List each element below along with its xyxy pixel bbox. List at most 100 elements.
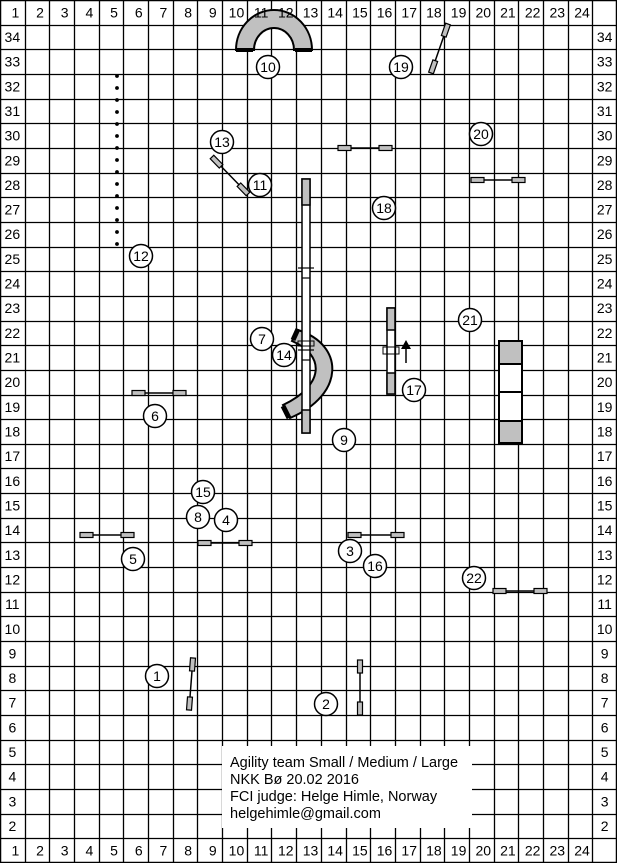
row-label-right: 14 xyxy=(597,522,613,538)
column-label-bottom: 13 xyxy=(303,843,319,859)
jump-hurdle xyxy=(131,389,187,397)
column-label-bottom: 24 xyxy=(574,843,590,859)
jump-hurdle xyxy=(347,531,405,539)
jump-hurdle xyxy=(492,587,548,595)
obstacle-number-3: 3 xyxy=(337,538,363,564)
row-label-right: 4 xyxy=(601,769,609,785)
row-label-right: 30 xyxy=(597,128,613,144)
jump-hurdle xyxy=(185,657,197,711)
column-label-bottom: 11 xyxy=(254,843,269,859)
row-label-left: 29 xyxy=(5,152,21,168)
obstacle-number-20: 20 xyxy=(468,121,494,147)
column-label-top: 14 xyxy=(327,4,343,20)
row-label-right: 29 xyxy=(597,152,613,168)
row-label-left: 34 xyxy=(5,29,21,45)
column-label-top: 5 xyxy=(110,4,118,20)
column-label-top: 13 xyxy=(303,4,319,20)
seesaw xyxy=(382,307,400,395)
row-label-left: 3 xyxy=(8,793,16,809)
row-label-left: 24 xyxy=(5,276,21,292)
row-label-right: 24 xyxy=(597,276,613,292)
row-label-right: 3 xyxy=(601,793,609,809)
obstacle-number-label: 19 xyxy=(393,59,409,75)
row-label-right: 33 xyxy=(597,54,613,70)
row-label-right: 18 xyxy=(597,424,613,440)
column-label-bottom: 10 xyxy=(229,843,245,859)
column-label-top: 3 xyxy=(61,4,69,20)
row-label-left: 5 xyxy=(8,744,16,760)
column-label-top: 23 xyxy=(550,4,566,20)
row-label-left: 7 xyxy=(8,695,16,711)
jump-hurdle xyxy=(427,22,452,75)
row-label-left: 10 xyxy=(5,621,21,637)
column-label-bottom: 18 xyxy=(426,843,442,859)
row-label-left: 18 xyxy=(5,424,21,440)
obstacle-number-21: 21 xyxy=(457,307,483,333)
column-label-bottom: 4 xyxy=(85,843,93,859)
obstacle-number-16: 16 xyxy=(362,553,388,579)
column-label-bottom: 8 xyxy=(184,843,192,859)
obstacle-number-7: 7 xyxy=(249,326,275,352)
obstacle-number-18: 18 xyxy=(371,195,397,221)
column-label-top: 15 xyxy=(352,4,368,20)
row-label-right: 17 xyxy=(597,448,613,464)
row-label-left: 32 xyxy=(5,78,21,94)
obstacle-number-13: 13 xyxy=(209,129,235,155)
row-label-left: 27 xyxy=(5,202,21,218)
obstacle-number-label: 4 xyxy=(222,512,230,528)
row-label-right: 34 xyxy=(597,29,613,45)
column-label-top: 6 xyxy=(135,4,143,20)
row-label-right: 32 xyxy=(597,78,613,94)
row-label-right: 7 xyxy=(601,695,609,711)
info-event: NKK Bø 20.02 2016 xyxy=(230,772,359,788)
jump-hurdle xyxy=(356,659,364,716)
column-label-top: 4 xyxy=(85,4,93,20)
obstacle-number-4: 4 xyxy=(213,507,239,533)
column-label-top: 2 xyxy=(36,4,44,20)
obstacle-number-label: 8 xyxy=(194,509,202,525)
obstacle-number-label: 9 xyxy=(340,432,348,448)
column-label-top: 20 xyxy=(475,4,491,20)
row-label-right: 11 xyxy=(597,596,612,612)
row-label-left: 2 xyxy=(8,818,16,834)
row-label-right: 28 xyxy=(597,177,613,193)
row-label-right: 16 xyxy=(597,473,613,489)
column-label-top: 7 xyxy=(160,4,168,20)
column-label-top: 16 xyxy=(377,4,393,20)
row-label-left: 23 xyxy=(5,300,21,316)
obstacle-number-label: 14 xyxy=(276,347,292,363)
obstacle-number-label: 10 xyxy=(260,59,276,75)
obstacle-number-label: 12 xyxy=(133,248,149,264)
column-label-bottom: 7 xyxy=(160,843,168,859)
obstacle-number-6: 6 xyxy=(142,403,168,429)
column-label-bottom: 9 xyxy=(209,843,217,859)
column-label-bottom: 23 xyxy=(550,843,566,859)
tunnel-10 xyxy=(234,9,314,52)
row-label-left: 21 xyxy=(5,350,21,366)
column-label-bottom: 2 xyxy=(36,843,44,859)
row-label-right: 21 xyxy=(597,350,613,366)
column-label-bottom: 22 xyxy=(525,843,541,859)
jump-hurdle xyxy=(337,144,393,152)
obstacle-number-label: 21 xyxy=(462,312,478,328)
row-label-left: 25 xyxy=(5,251,21,267)
row-label-right: 15 xyxy=(597,497,613,513)
row-label-right: 31 xyxy=(597,103,613,119)
row-label-right: 5 xyxy=(601,744,609,760)
obstacle-number-1: 1 xyxy=(144,663,170,689)
weave-poles xyxy=(115,74,119,246)
info-title: Agility team Small / Medium / Large xyxy=(230,755,458,771)
direction-arrow-icon xyxy=(401,340,411,363)
obstacle-number-19: 19 xyxy=(388,54,414,80)
info-box: Agility team Small / Medium / Large NKK … xyxy=(222,746,472,828)
jump-hurdle xyxy=(79,531,135,539)
column-label-bottom: 21 xyxy=(500,843,516,859)
column-label-top: 12 xyxy=(278,4,294,20)
row-label-left: 16 xyxy=(5,473,21,489)
column-label-bottom: 5 xyxy=(110,843,118,859)
row-label-left: 4 xyxy=(8,769,16,785)
obstacle-number-label: 15 xyxy=(195,484,211,500)
